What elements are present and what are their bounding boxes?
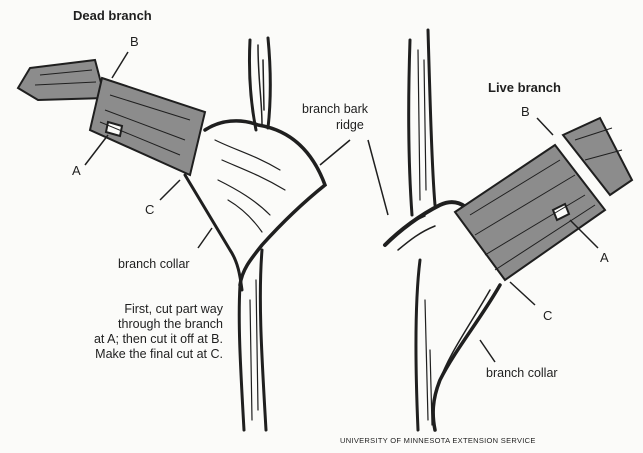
live-lower-grain xyxy=(425,300,432,425)
branch-collar-label-dead: branch collar xyxy=(118,257,190,271)
dead-trunk-left-edge xyxy=(249,40,256,130)
dead-lower-trunk-grain xyxy=(250,280,258,420)
instructions-line-4: Make the final cut at C. xyxy=(45,347,223,362)
leader-b-live xyxy=(537,118,553,135)
bark-ridge-label-line2: ridge xyxy=(336,118,364,132)
label-b-live: B xyxy=(521,104,530,119)
live-lower-trunk-left xyxy=(416,260,420,430)
instructions-line-3: at A; then cut it off at B. xyxy=(45,332,223,347)
live-ridge-texture xyxy=(392,216,435,250)
live-bark-ridge xyxy=(385,202,470,245)
dead-branch-tip xyxy=(18,60,105,100)
branch-collar-label-live: branch collar xyxy=(486,366,558,380)
label-c-live: C xyxy=(543,308,552,323)
dead-collar-texture xyxy=(215,140,285,232)
dead-branch-pieces xyxy=(18,60,205,175)
live-trunk-grain xyxy=(418,50,426,200)
dead-lower-trunk-right xyxy=(260,250,266,430)
live-branch-main xyxy=(455,145,605,280)
dead-trunk-grain xyxy=(258,45,264,125)
label-c-dead: C xyxy=(145,202,154,217)
instructions-line-1: First, cut part way xyxy=(45,302,223,317)
label-b-dead: B xyxy=(130,34,139,49)
leader-c-dead xyxy=(160,180,180,200)
dead-branch-tree xyxy=(185,38,325,430)
leader-ridge-b xyxy=(368,140,388,215)
dead-collar-outline xyxy=(205,121,325,285)
leader-collar-dead xyxy=(198,228,212,248)
dead-trunk-right-edge xyxy=(268,38,270,128)
dead-branch-title: Dead branch xyxy=(73,8,152,23)
dead-collar-lower xyxy=(185,175,242,290)
live-trunk-right xyxy=(428,30,435,205)
label-a-dead: A xyxy=(72,163,81,178)
credit-line: UNIVERSITY OF MINNESOTA EXTENSION SERVIC… xyxy=(340,436,536,445)
live-branch-title: Live branch xyxy=(488,80,561,95)
dead-lower-trunk-left xyxy=(239,285,244,430)
leader-ridge-a xyxy=(320,140,350,165)
leader-a-dead xyxy=(85,135,108,165)
leader-collar-live xyxy=(480,340,495,362)
instructions-text: First, cut part way through the branch a… xyxy=(45,302,223,362)
label-a-live: A xyxy=(600,250,609,265)
live-trunk-left xyxy=(409,40,412,215)
leader-c-live xyxy=(510,282,535,305)
live-collar-curve xyxy=(433,285,500,430)
leader-b-dead xyxy=(112,52,128,78)
bark-ridge-label-line1: branch bark xyxy=(302,102,368,116)
instructions-line-2: through the branch xyxy=(45,317,223,332)
